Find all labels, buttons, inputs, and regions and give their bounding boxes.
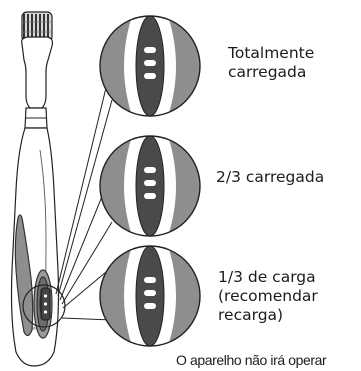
label-one-third-charged: 1/3 de carga (recomendar recarga) [218, 268, 318, 325]
charge-dot-3 [144, 73, 156, 79]
label-line: 1/3 de carga [218, 268, 316, 286]
label-two-thirds-charged: 2/3 carregada [216, 168, 324, 187]
label-line: recarga) [218, 306, 284, 324]
indicator-callout-full [99, 15, 201, 117]
charge-dot-1 [144, 277, 156, 283]
charge-dot-3 [144, 193, 156, 199]
brush-head [21, 36, 54, 109]
charge-dot-3 [144, 303, 156, 309]
indicator-callout-one-third [99, 245, 201, 347]
label-fully-charged: Totalmente carregada [228, 44, 314, 82]
charge-dot-2 [144, 180, 156, 186]
handle-battery-window [40, 287, 51, 321]
label-line: 2/3 carregada [216, 168, 325, 186]
footer-note: O aparelho não irá operar [176, 352, 327, 368]
charge-dot-2 [144, 60, 156, 66]
brush-bristles [21, 11, 53, 43]
charge-dot-2 [144, 290, 156, 296]
toothbrush-illustration [10, 11, 60, 367]
label-line: carregada [228, 63, 307, 81]
charge-dot-1 [144, 47, 156, 53]
label-line: (recomendar [218, 287, 318, 305]
handle-grip [14, 214, 34, 337]
label-line: Totalmente [228, 44, 315, 62]
charge-dot-1 [144, 167, 156, 173]
device-marking: MC 2.7 T [32, 326, 50, 331]
indicator-callout-two-thirds [99, 135, 201, 237]
